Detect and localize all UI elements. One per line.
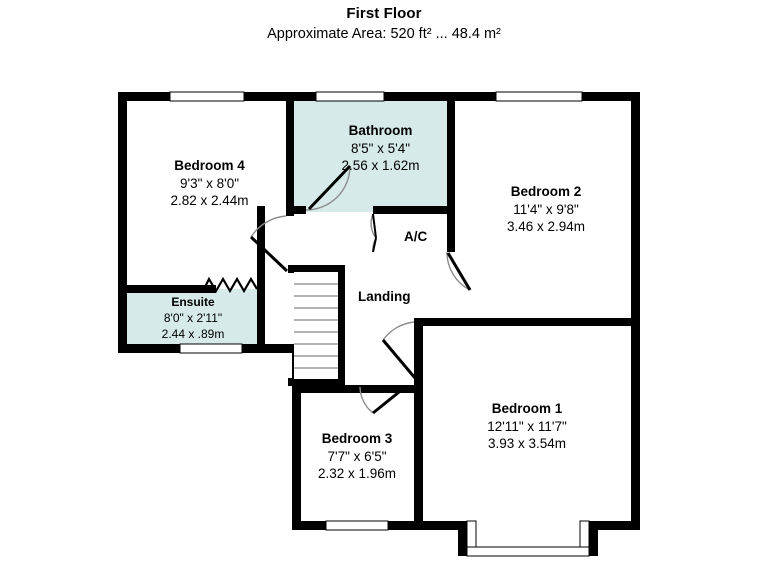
door-bedroom2-arc bbox=[446, 251, 471, 291]
wall-bed3-bed1 bbox=[414, 322, 423, 530]
ensuite-folding-door bbox=[202, 276, 258, 294]
door-bedroom2-leaf bbox=[446, 252, 472, 291]
door-bedroom3-leaf bbox=[372, 386, 405, 415]
wall-ac-bed2 bbox=[447, 206, 455, 252]
wall-landing-left bbox=[257, 206, 265, 270]
door-bedroom4-arc bbox=[250, 215, 287, 238]
plan-header: First Floor Approximate Area: 520 ft² ..… bbox=[0, 0, 768, 44]
wall-left bbox=[118, 92, 127, 353]
ensuite-floor bbox=[126, 289, 261, 345]
wall-bed2-bottom bbox=[414, 318, 640, 326]
wall-bottom-bed1-right bbox=[590, 521, 640, 530]
wall-bathroom-bottom-right bbox=[373, 206, 451, 214]
staircase bbox=[294, 272, 338, 379]
window-bedroom2-top bbox=[495, 91, 583, 102]
window-bay-left bbox=[466, 520, 477, 549]
window-bedroom4-top bbox=[169, 91, 245, 102]
wall-stair-top bbox=[288, 265, 344, 273]
window-bedroom3-bottom bbox=[325, 520, 389, 531]
wall-bay-right bbox=[589, 521, 598, 555]
window-bathroom-top bbox=[315, 91, 385, 102]
interior-walls bbox=[126, 100, 640, 393]
folding-door-zigzag bbox=[202, 276, 258, 294]
window-bay-bottom bbox=[466, 546, 590, 557]
windows bbox=[169, 91, 590, 557]
wall-bed3-top bbox=[292, 385, 423, 393]
door-bedroom1-leaf bbox=[381, 339, 417, 379]
room-fills bbox=[126, 100, 640, 555]
wall-stair-bottom bbox=[288, 378, 344, 386]
wall-stair-right bbox=[337, 265, 345, 385]
bathroom-floor bbox=[291, 100, 451, 212]
door-bedroom4-leaf bbox=[249, 235, 289, 273]
wall-bathroom-bed2 bbox=[447, 100, 455, 214]
wall-bay-left bbox=[458, 521, 467, 555]
staircase-outline bbox=[294, 272, 338, 379]
wall-bed4-bathroom bbox=[286, 100, 294, 212]
wall-bed4-ensuite bbox=[126, 285, 216, 293]
window-ensuite-bottom bbox=[179, 343, 243, 354]
wall-bathroom-bottom-left bbox=[286, 206, 306, 214]
bedroom2-floor bbox=[451, 100, 640, 322]
wall-ensuite-right bbox=[257, 268, 265, 346]
bedroom1-floor bbox=[415, 322, 640, 522]
door-bathroom-arc bbox=[305, 165, 351, 211]
door-ac-leaf-upper bbox=[372, 213, 377, 239]
window-bay-right bbox=[579, 520, 590, 549]
bedroom3-floor bbox=[291, 390, 415, 522]
wall-bed4-landing-upper bbox=[286, 206, 294, 216]
door-bedroom3-arc bbox=[359, 386, 374, 414]
wall-bottom-bed1-left bbox=[414, 521, 466, 530]
plan-area-subtitle: Approximate Area: 520 ft² ... 48.4 m² bbox=[267, 26, 501, 42]
wall-mid-vertical-left bbox=[292, 344, 301, 530]
page-title: First Floor bbox=[346, 5, 422, 22]
door-bedroom1-arc bbox=[382, 321, 415, 341]
doors bbox=[249, 164, 472, 415]
wall-right bbox=[631, 92, 640, 530]
door-ac-leaf-lower bbox=[372, 237, 377, 253]
door-bathroom-leaf bbox=[307, 164, 352, 211]
